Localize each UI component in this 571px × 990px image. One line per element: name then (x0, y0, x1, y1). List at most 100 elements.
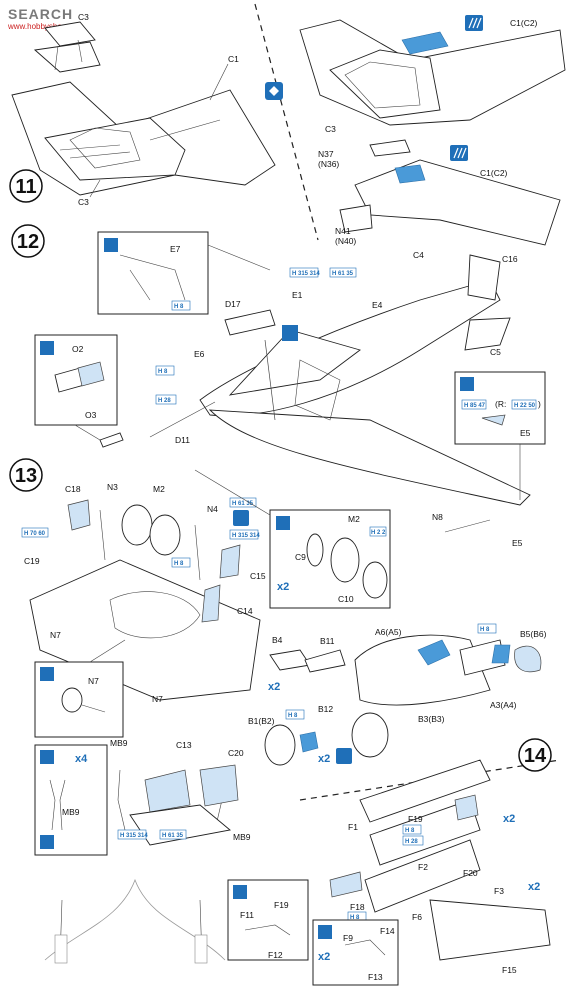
top-view-icon (40, 835, 54, 849)
part-label-B5: B5(B6) (520, 629, 547, 639)
part-label-C18: C18 (65, 484, 81, 494)
part-label-B4: B4 (272, 635, 283, 645)
paint-icon-2 (450, 145, 468, 161)
part-label-O3: O3 (85, 410, 97, 420)
watermark-logo: SEARCH www.hobbyshop.com (8, 6, 84, 31)
part-label-C14: C14 (237, 606, 253, 616)
part-label-MB9-callout: MB9 (62, 807, 80, 817)
part-label-N8: N8 (432, 512, 443, 522)
multiplier-x2-e: x2 (528, 881, 540, 893)
svg-text:H 28: H 28 (158, 398, 171, 404)
part-label-E5-callout: E5 (520, 428, 531, 438)
callout-E5: H 85 47 (R: H 22 50 ) E5 (454, 371, 546, 500)
paint-code-h85-47: H 85 47 (461, 399, 487, 410)
part-label-F18: F18 (350, 902, 365, 912)
wheel-M2-b (149, 514, 181, 556)
paint-code-h315-314: H 315 314 (289, 267, 320, 278)
multiplier-x2: x2 (277, 581, 289, 593)
svg-text:H 22 50: H 22 50 (514, 403, 536, 409)
part-label-N36: (N36) (318, 159, 339, 169)
paint-code-h28-f19: H 28 (402, 835, 424, 846)
part-label-N7-callout: N7 (88, 676, 99, 686)
svg-text:H 8: H 8 (405, 828, 415, 834)
overhead-view-icon (282, 325, 298, 341)
part-label-M2: M2 (153, 484, 165, 494)
part-label-B3: B3(B3) (418, 714, 445, 724)
svg-text:H 70 60: H 70 60 (24, 531, 46, 537)
paint-code-h8-gear: H 8 (171, 557, 191, 568)
step-14-marker: 14 (518, 738, 552, 772)
part-label-MB9-right: MB9 (233, 832, 251, 842)
paint-code-h8-b1: H 8 (285, 709, 305, 720)
brush-icon (104, 238, 118, 252)
part-label-C15: C15 (250, 571, 266, 581)
part-label-A3: A3(A4) (490, 700, 517, 710)
callout-F11-F12: F19 F11 F12 (227, 879, 309, 961)
part-label-F19: F19 (408, 814, 423, 824)
multiplier-x2-d: x2 (503, 813, 515, 825)
paint-code-h8-f19: H 8 (402, 824, 422, 835)
brush-icon-2 (40, 341, 54, 355)
part-label-C1-C2-lower: C1(C2) (480, 168, 508, 178)
paint-code-h2-2: H 2 2 (369, 526, 387, 537)
svg-text:H 85 47: H 85 47 (464, 403, 486, 409)
paint-code-h61-35: H 61 35 (329, 267, 357, 278)
part-label-C20: C20 (228, 748, 244, 758)
part-label-C3-upper: C3 (325, 124, 336, 134)
part-label-F6: F6 (412, 912, 422, 922)
part-label-N7: N7 (50, 630, 61, 640)
part-label-E7: E7 (170, 244, 181, 254)
step-13-marker: 13 (9, 458, 43, 492)
part-label-N7-lower: N7 (152, 694, 163, 704)
step-14-assembly: F1 F19 F2 F20 F3 F18 F6 F15 x2 x2 H 8 H … (329, 759, 551, 975)
part-label-E5: E5 (512, 538, 523, 548)
part-label-F1: F1 (348, 822, 358, 832)
part-label-F13: F13 (368, 972, 383, 982)
flip-direction-icon-3 (336, 748, 352, 764)
part-label-M2-callout: M2 (348, 514, 360, 524)
step-divider-11 (254, 3, 319, 241)
part-label-C4: C4 (413, 250, 424, 260)
part-label-B11: B11 (320, 636, 335, 646)
wheel-M2-a (121, 504, 153, 546)
svg-text:H 61 35: H 61 35 (332, 271, 354, 277)
flip-direction-icon-2 (233, 510, 249, 526)
paint-code-h315-314-gear: H 315 314 (229, 529, 260, 540)
svg-text:H 8: H 8 (174, 304, 184, 310)
paint-code-h61-35-main: H 61 35 (159, 829, 187, 840)
multiplier-x2-f: x2 (318, 951, 330, 963)
part-label-C9: C9 (295, 552, 306, 562)
part-label-B12: B12 (318, 704, 333, 714)
svg-text:13: 13 (15, 465, 37, 487)
step-11-wing-left: C1 C3 C3 (11, 12, 276, 207)
multiplier-x4: x4 (75, 753, 88, 765)
part-label-N40: (N40) (335, 236, 356, 246)
callout-wheel-M2: C9 M2 C10 H 2 2 x2 (194, 469, 391, 609)
part-label-C19: C19 (24, 556, 40, 566)
step-11-wing-right-lower: C1(C2) N37 (N36) N41 (N40) (318, 139, 561, 246)
brush-icon-3 (460, 377, 474, 391)
part-label-C10: C10 (338, 594, 354, 604)
part-label-C1: C1 (228, 54, 239, 64)
part-label-MB9: MB9 (110, 738, 128, 748)
svg-text:H 315 314: H 315 314 (120, 833, 148, 839)
paint-icon (465, 15, 483, 31)
callout-O2-O3: O2 O3 (34, 334, 118, 441)
part-label-A6: A6(A5) (375, 627, 402, 637)
svg-text:14: 14 (524, 745, 547, 767)
part-label-C16: C16 (502, 254, 518, 264)
r-paint-close: ) (538, 399, 541, 409)
brush-icon-7 (233, 885, 247, 899)
svg-text:H 315 314: H 315 314 (232, 533, 260, 539)
front-view-sketch (44, 878, 226, 964)
part-label-E1: E1 (292, 290, 303, 300)
step-12-fuselage: D17 E1 E4 E6 C4 C16 C5 D11 N8 E5 H 315 3… (99, 250, 531, 548)
part-label-D11: D11 (175, 435, 190, 445)
paint-code-h61-35-gear: H 61 35 (229, 497, 257, 508)
svg-text:H 2 2: H 2 2 (371, 530, 386, 536)
part-label-N37: N37 (318, 149, 334, 159)
svg-text:12: 12 (17, 231, 39, 253)
callout-E7: E7 H 8 (97, 231, 271, 315)
callout-N7: N7 (34, 639, 126, 738)
